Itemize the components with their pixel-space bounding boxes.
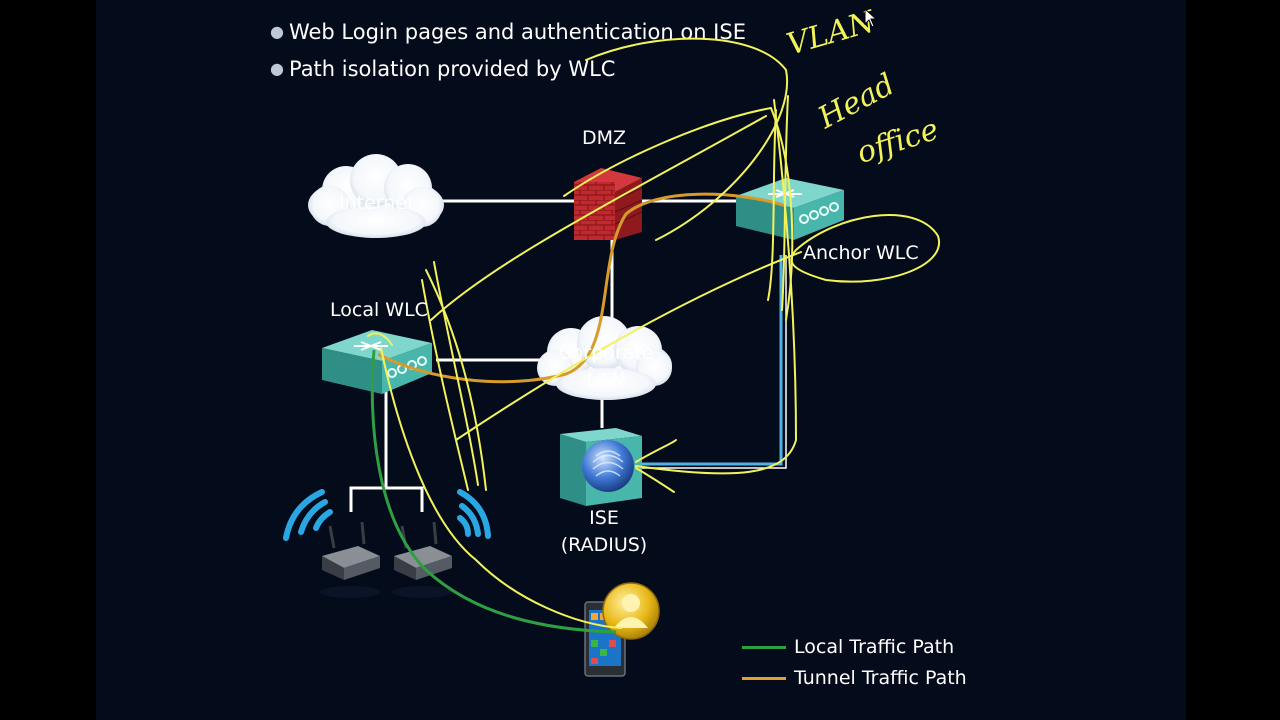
link-ap-bus <box>349 486 424 512</box>
access-point-icon <box>320 521 380 598</box>
legend-local-swatch <box>742 645 786 649</box>
ise-server-icon <box>560 428 642 506</box>
anchor-wlc-label: Anchor WLC <box>803 242 919 264</box>
ise-radius-label: (RADIUS) <box>560 534 648 556</box>
legend-tunnel-swatch <box>742 676 786 680</box>
network-diagram <box>283 37 941 677</box>
tunnel-link-white <box>641 255 787 469</box>
tunnel-link-blue <box>641 255 783 466</box>
stroke-loop-top <box>585 37 789 241</box>
internet-cloud-icon <box>308 154 444 238</box>
stroke-anchor-ise <box>635 99 797 475</box>
stroke-local-tick <box>367 332 393 346</box>
legend-local-traffic: Local Traffic Path <box>742 634 954 660</box>
stroke-local-vertical <box>421 261 487 491</box>
legend-local-text: Local Traffic Path <box>794 636 955 658</box>
stroke-diagonal-low <box>455 251 802 441</box>
local-wlc-label: Local WLC <box>330 299 428 321</box>
bullet-path-isolation: ●Path isolation provided by WLC <box>270 57 616 81</box>
internet-label: Internet <box>339 192 415 214</box>
wifi-waves-left <box>283 489 333 541</box>
user-icon <box>602 582 660 640</box>
corporate-lan-label-line2: LAN <box>586 369 626 391</box>
wifi-waves-right <box>457 489 491 539</box>
stroke-anchor-vertical <box>767 95 789 311</box>
stroke-diagonal-up <box>430 115 767 321</box>
stroke-circle-anchor-label <box>790 214 941 283</box>
mouse-cursor-icon <box>864 8 878 28</box>
ise-label: ISE <box>589 507 619 529</box>
slide: ●Web Login pages and authentication on I… <box>96 0 1186 720</box>
legend-tunnel-traffic: Tunnel Traffic Path <box>742 665 967 691</box>
legend-tunnel-text: Tunnel Traffic Path <box>794 667 967 689</box>
stroke-arrow-ise <box>635 439 677 493</box>
bullet-path-isolation-text: Path isolation provided by WLC <box>288 57 616 81</box>
local-traffic-path-line <box>370 349 617 634</box>
local-wlc-icon <box>322 330 432 394</box>
stroke-local-to-phone <box>380 347 622 629</box>
dmz-label: DMZ <box>582 127 627 149</box>
highlighter-annotations <box>367 37 941 629</box>
corporate-lan-label-line1: Corporate <box>558 342 654 364</box>
